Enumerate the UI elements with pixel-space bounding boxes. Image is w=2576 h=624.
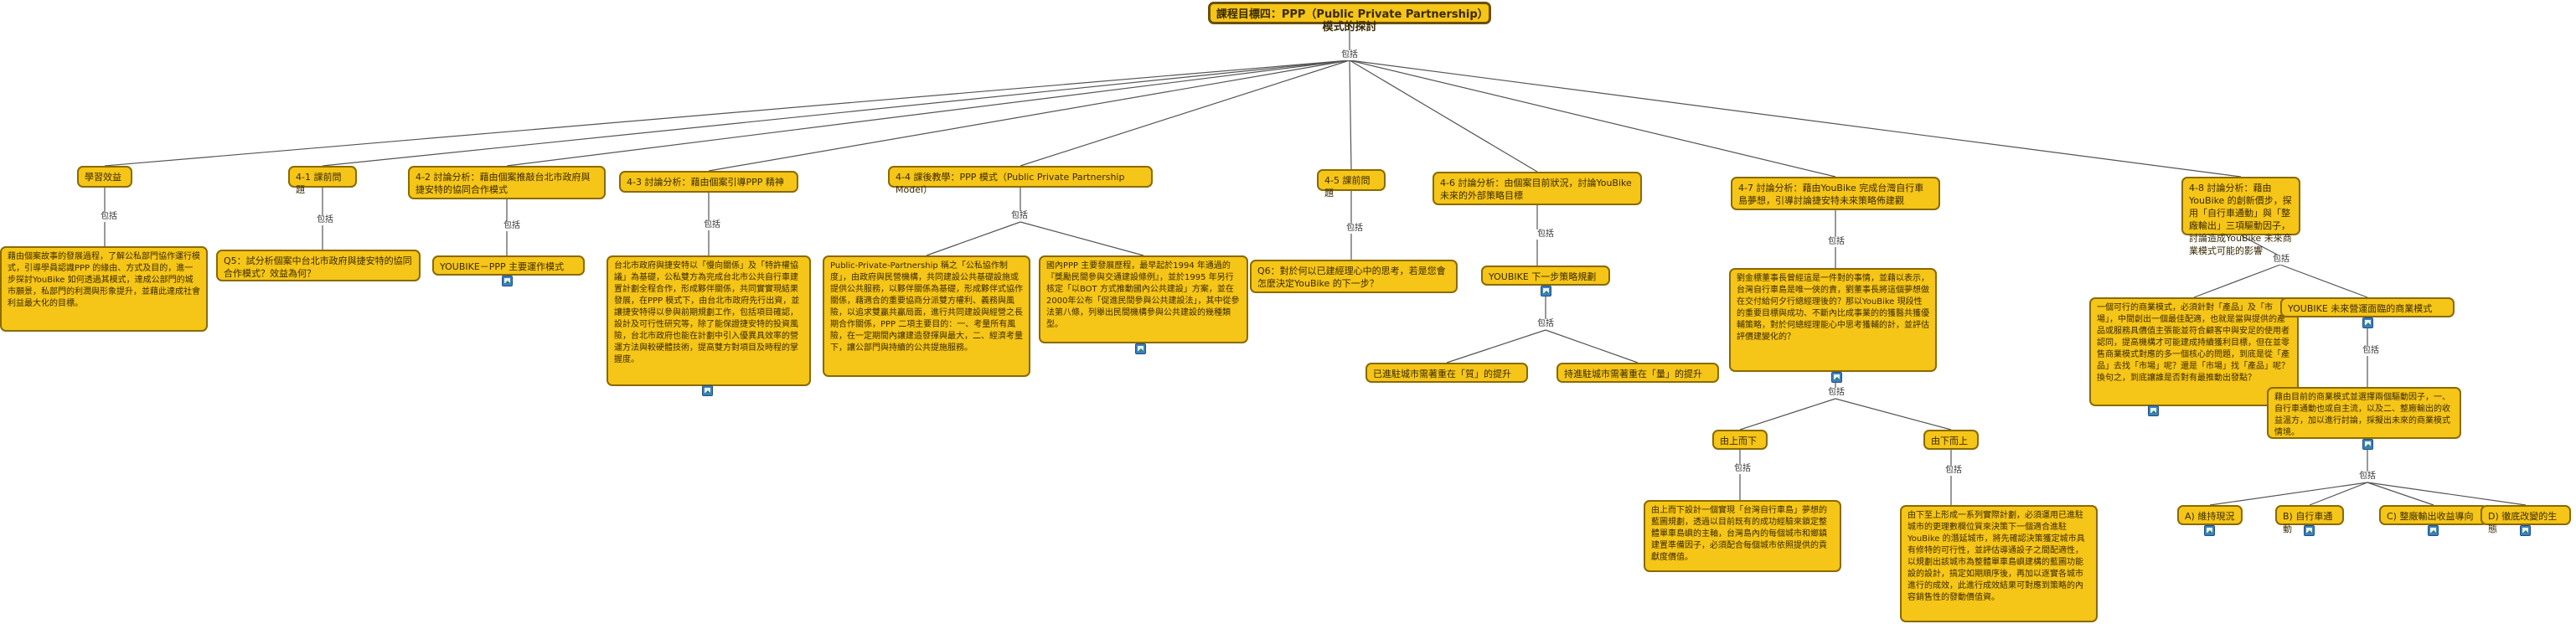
- connector-line: [322, 59, 1350, 167]
- image-icon[interactable]: [2428, 525, 2439, 536]
- bottom-up-detail[interactable]: 由下至上形成一系列實際計劃，必須運用已進駐城市的更理數欄位質來決策下一個適合進駐…: [1900, 505, 2098, 622]
- topic-4-3[interactable]: 4-3 討論分析：藉由個案引導PPP 精神: [619, 171, 798, 193]
- connector-label: 包括: [2357, 472, 2377, 482]
- connector-line: [1545, 329, 1639, 364]
- connector-label: 包括: [1340, 50, 1360, 60]
- scenario-b[interactable]: B) 自行車通動: [2275, 505, 2344, 534]
- connector-label: 包括: [1826, 237, 1846, 247]
- ppp-definition[interactable]: Public-Private-Partnership 稱之「公私協作制度」，由政…: [823, 255, 1030, 377]
- connector-label: 包括: [1009, 211, 1030, 221]
- topic-4-2[interactable]: 4-2 討論分析：藉由個案推敲台北市政府與捷安特的協同合作模式: [408, 166, 606, 199]
- connector-line: [1739, 398, 1836, 431]
- connector-label: 包括: [1536, 229, 1556, 240]
- image-icon[interactable]: [2520, 525, 2531, 536]
- top-down[interactable]: 由上而下: [1712, 430, 1768, 450]
- image-icon[interactable]: [2362, 439, 2373, 450]
- chairman-dream-detail[interactable]: 劉金標董事長曾經這是一件對的事情，並藉以表示，台灣自行車島是唯一俠的責，劉董事長…: [1729, 268, 1937, 372]
- connector-label: 包括: [99, 212, 119, 222]
- topic-4-4[interactable]: 4-4 課後教學：PPP 模式（Public Private Partnersh…: [888, 166, 1153, 195]
- connector-line: [1020, 59, 1350, 167]
- image-icon[interactable]: [2204, 525, 2215, 536]
- question-q5[interactable]: Q5：試分析個案中台北市政府與捷安特的協同合作模式？效益為何？: [216, 250, 421, 281]
- youbike-future-business-model[interactable]: YOUBIKE 未來營運面臨的商業模式: [2280, 297, 2455, 317]
- connector-label: 包括: [1944, 466, 1964, 476]
- image-icon[interactable]: [702, 385, 713, 396]
- top-down-detail[interactable]: 由上而下設計一個實現「台灣自行車島」夢想的藍圖規劃，透過以目前既有的成功經驗來鎖…: [1644, 500, 1841, 572]
- topic-4-6[interactable]: 4-6 討論分析：由個案目前狀況，討論YouBike 未來的外部策略目標: [1433, 172, 1642, 205]
- connector-label: 包括: [502, 221, 522, 231]
- connector-label: 包括: [315, 215, 335, 225]
- question-q6[interactable]: Q6：對於何以已建經理心中的思考，若是您會怎麼決定YouBike 的下一步？: [1250, 260, 1458, 293]
- learning-benefit-detail[interactable]: 藉由個案故事的發展過程，了解公私部門協作運行模式，引導學員認識PPP 的緣由、方…: [0, 246, 208, 332]
- topic-4-7[interactable]: 4-7 討論分析：藉由YouBike 完成台灣自行車島夢想，引導討論捷安特未來策…: [1731, 177, 1940, 210]
- ppp-history[interactable]: 國內PPP 主要發展歷程，最早起於1994 年通過的『獎勵民間參與交通建設條例』…: [1039, 255, 1248, 343]
- connector-label: 包括: [1732, 464, 1753, 474]
- scenario-d[interactable]: D) 徹底改變的生態: [2480, 505, 2571, 534]
- strategy-quality[interactable]: 已進駐城市需著重在「質」的提升: [1365, 363, 1528, 383]
- scenario-detail[interactable]: 藉由目前的商業模式並選擇兩個驅動因子，一、自行車通動也或自主流，以及二、整廠輸出…: [2267, 387, 2461, 439]
- topic-learning-benefit[interactable]: 學習效益: [77, 166, 132, 188]
- youbike-ppp-model[interactable]: YOUBIKE－PPP 主要運作模式: [432, 255, 585, 276]
- connector-line: [926, 221, 1021, 256]
- connector-line: [708, 59, 1350, 172]
- connector-line: [2193, 264, 2281, 298]
- connector-line: [2367, 482, 2527, 506]
- connector-line: [1349, 59, 1836, 178]
- connector-line: [1020, 221, 1144, 256]
- connector-label: 包括: [1345, 224, 1365, 234]
- strategy-quantity[interactable]: 持進駐城市需著重在「量」的提升: [1556, 363, 1719, 383]
- image-icon[interactable]: [1831, 372, 1842, 383]
- business-model-detail[interactable]: 一個可行的商業模式，必須針對「產品」及「市場」，中間創出一個最佳配適，也就是當與…: [2089, 297, 2299, 406]
- connector-line: [1349, 59, 1538, 173]
- ppp-spirit-detail[interactable]: 台北市政府與捷安特以「慢向關係」及「特許權協議」為基礎，公私雙方為完成台北市公共…: [607, 255, 811, 386]
- image-icon[interactable]: [502, 276, 513, 286]
- connector-label: 包括: [702, 220, 722, 230]
- connector-line: [2367, 482, 2434, 506]
- image-icon[interactable]: [2362, 317, 2373, 328]
- topic-4-1[interactable]: 4-1 課前問題: [288, 166, 357, 195]
- connector-line: [104, 59, 1350, 167]
- youbike-next-strategy[interactable]: YOUBIKE 下一步策略規劃: [1481, 266, 1610, 286]
- connector-label: 包括: [2271, 255, 2291, 265]
- image-icon[interactable]: [2148, 405, 2159, 416]
- bottom-up[interactable]: 由下而上: [1923, 430, 1979, 450]
- image-icon[interactable]: [1135, 343, 1146, 354]
- connector-label: 包括: [1536, 319, 1556, 329]
- root-topic[interactable]: 課程目標四：PPP（Public Private Partnership）模式的…: [1208, 2, 1491, 34]
- topic-4-8[interactable]: 4-8 討論分析：藉由YouBike 的創新價步，探用「自行車通動」與「整廠輸出…: [2181, 177, 2300, 256]
- connector-label: 包括: [1826, 388, 1846, 398]
- connector-line: [1835, 398, 1952, 431]
- connector-line: [1446, 329, 1546, 364]
- connector-line: [506, 59, 1350, 167]
- connector-line: [2209, 482, 2368, 506]
- image-icon[interactable]: [2304, 525, 2315, 536]
- image-icon[interactable]: [1541, 286, 1551, 297]
- topic-4-5[interactable]: 4-5 課前問題: [1317, 169, 1386, 199]
- scenario-a[interactable]: A) 維持現況: [2177, 505, 2243, 525]
- connector-line: [1349, 59, 2242, 178]
- connector-label: 包括: [2361, 346, 2381, 356]
- connector-line: [2279, 264, 2368, 298]
- connector-line: [2309, 482, 2368, 506]
- connector-line: [2240, 235, 2281, 257]
- scenario-c[interactable]: C) 整廠輸出收益導向: [2379, 505, 2488, 525]
- connector-line: [1349, 59, 1352, 170]
